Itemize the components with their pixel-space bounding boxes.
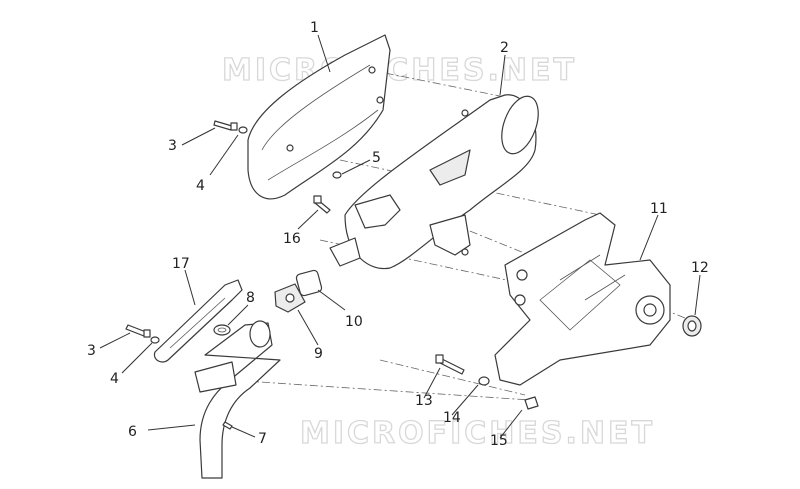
callout-11: 11: [650, 201, 668, 217]
watermark-bottom: MICROFICHES.NET: [300, 416, 655, 451]
o-ring: [213, 324, 231, 336]
callout-8: 8: [246, 290, 255, 306]
callout-12: 12: [691, 260, 709, 276]
callout-4b: 4: [110, 371, 119, 387]
gasket: [295, 269, 323, 297]
callout-3b: 3: [87, 343, 96, 359]
swingarm-bracket: [494, 212, 671, 386]
muffler: [329, 94, 539, 270]
clamp: [274, 283, 306, 313]
callout-labels: 1 2 3 4 5 16 17 8 9 10 3 4 6 7 11 12 13 …: [87, 20, 709, 449]
callout-13: 13: [415, 393, 433, 409]
callout-15: 15: [490, 433, 508, 449]
callout-6: 6: [128, 424, 137, 440]
callout-7: 7: [258, 431, 267, 447]
leader-lines: [99, 34, 701, 439]
callout-2: 1: [310, 20, 319, 36]
callout-9: 9: [314, 346, 323, 362]
fasteners: [125, 120, 539, 430]
watermark-top: MICROFICHES.NET: [222, 53, 577, 88]
bearing: [682, 315, 702, 337]
callout-5: 5: [372, 150, 381, 166]
callout-16: 16: [283, 231, 301, 247]
exhaust-pipe: [194, 320, 281, 479]
callout-10: 10: [345, 314, 363, 330]
callout-14: 14: [443, 410, 461, 426]
callout-4: 4: [196, 178, 205, 194]
callout-17: 17: [172, 256, 190, 272]
strap-bracket: [153, 279, 243, 363]
heat-shield: [247, 34, 391, 200]
callout-3: 3: [168, 138, 177, 154]
callout-1: 2: [500, 40, 509, 56]
